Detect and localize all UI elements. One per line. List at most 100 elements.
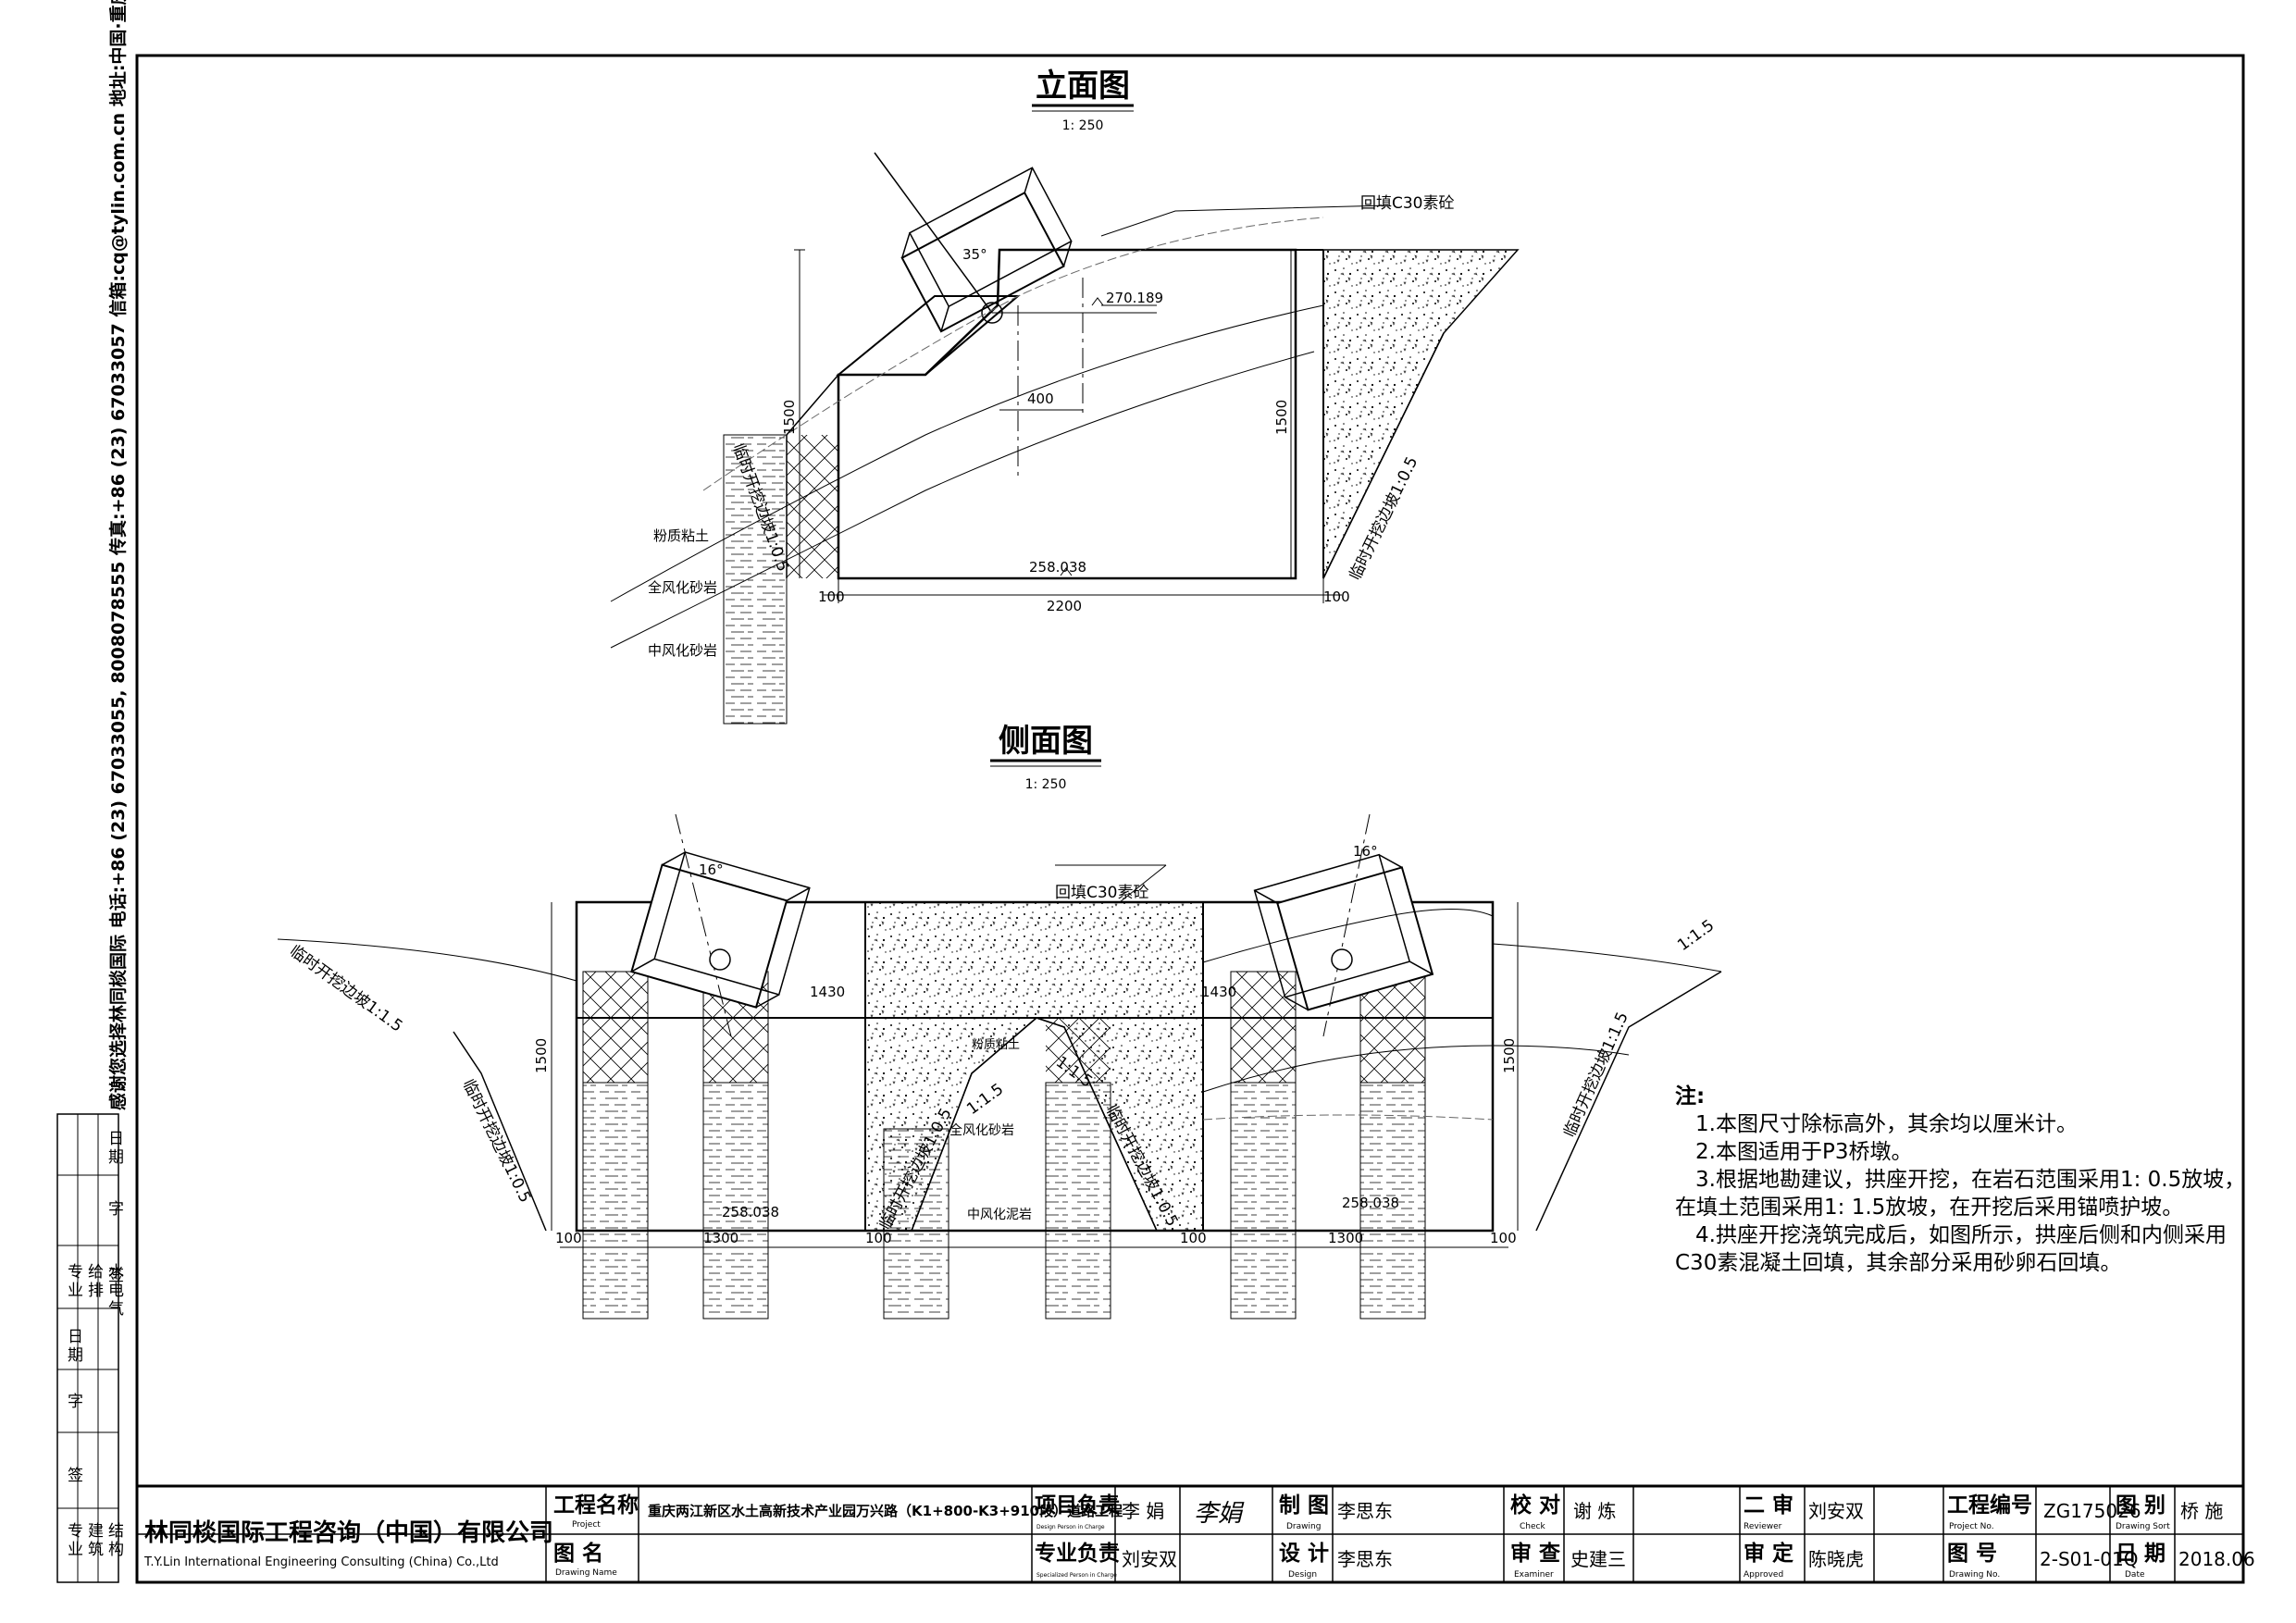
svg-text:4.拱座开挖浇筑完成后，如图所示，拱座后侧和内侧采用: 4.拱座开挖浇筑完成后，如图所示，拱座后侧和内侧采用 [1695, 1223, 2227, 1247]
svg-text:100: 100 [1490, 1230, 1517, 1246]
svg-text:专业负责: 专业负责 [1035, 1541, 1120, 1566]
svg-text:全风化砂岩: 全风化砂岩 [949, 1122, 1014, 1138]
svg-text:16°: 16° [699, 861, 724, 878]
elevation-scale: 1: 250 [1062, 118, 1104, 133]
svg-text:签: 签 [68, 1467, 83, 1485]
svg-text:Design Person in Charge: Design Person in Charge [1036, 1524, 1105, 1530]
svg-text:1500: 1500 [533, 1038, 550, 1073]
svg-text:100: 100 [555, 1230, 582, 1246]
svg-text:3.根据地勘建议，拱座开挖，在岩石范围采用1: 0.5放坡，: 3.根据地勘建议，拱座开挖，在岩石范围采用1: 0.5放坡， [1695, 1168, 2245, 1192]
svg-text:构: 构 [108, 1541, 124, 1559]
svg-text:ZG175026: ZG175026 [2043, 1500, 2141, 1522]
svg-text:270.189: 270.189 [1106, 290, 1163, 306]
svg-text:2.本图适用于P3桥墩。: 2.本图适用于P3桥墩。 [1695, 1140, 1912, 1164]
svg-text:Date: Date [2125, 1570, 2145, 1580]
svg-text:100: 100 [818, 588, 845, 605]
svg-text:粉质粘土: 粉质粘土 [972, 1038, 1020, 1052]
svg-text:2-S01-01Q: 2-S01-01Q [2040, 1548, 2139, 1570]
svg-text:中风化砂岩: 中风化砂岩 [648, 642, 717, 659]
svg-text:校 对: 校 对 [1510, 1493, 1560, 1518]
svg-text:审 定: 审 定 [1744, 1541, 1793, 1566]
svg-text:期: 期 [108, 1148, 124, 1167]
svg-text:100: 100 [865, 1230, 892, 1246]
svg-text:签: 签 [108, 1267, 124, 1285]
svg-text:在填土范围采用1: 1.5放坡，在开挖后采用锚喷护坡。: 在填土范围采用1: 1.5放坡，在开挖后采用锚喷护坡。 [1675, 1196, 2183, 1220]
svg-text:李思东: 李思东 [1337, 1548, 1393, 1570]
temp-slope-left-side-05: 临时开挖边坡1:0.5 [459, 1076, 535, 1206]
svg-text:中风化泥岩: 中风化泥岩 [967, 1208, 1032, 1222]
svg-text:Examiner: Examiner [1514, 1570, 1554, 1580]
svg-text:工程编号: 工程编号 [1947, 1493, 2032, 1518]
svg-text:Drawing No.: Drawing No. [1949, 1570, 2000, 1580]
backfill-concrete-elevation [1322, 249, 1520, 579]
svg-text:1:1.5: 1:1.5 [963, 1080, 1007, 1119]
elevation-title: 立面图 [1036, 68, 1130, 105]
svg-text:Check: Check [1520, 1522, 1545, 1531]
svg-text:Project No.: Project No. [1949, 1522, 1994, 1531]
svg-text:2018.06: 2018.06 [2178, 1548, 2255, 1570]
svg-text:刘安双: 刘安双 [1808, 1500, 1864, 1522]
svg-text:李 娟: 李 娟 [1122, 1500, 1164, 1522]
svg-text:1500: 1500 [1501, 1038, 1518, 1073]
svg-text:图 别: 图 别 [2116, 1493, 2166, 1518]
company-name-cn: 林同棪国际工程咨询（中国）有限公司 [144, 1518, 553, 1547]
svg-text:1:1.5: 1:1.5 [1674, 916, 1718, 955]
svg-text:业: 业 [68, 1541, 83, 1559]
svg-text:期: 期 [68, 1346, 83, 1365]
svg-text:业: 业 [68, 1282, 83, 1300]
arch-seat-block-side [575, 900, 1495, 1233]
svg-text:设 计: 设 计 [1279, 1542, 1329, 1566]
backfill-label-side: 回填C30素砼 [1055, 884, 1149, 902]
svg-text:258.038: 258.038 [1029, 559, 1086, 576]
svg-text:专: 专 [68, 1263, 83, 1282]
temp-slope-right-side-05: 临时开挖边坡1:1.5 [1560, 1010, 1632, 1140]
svg-text:1430: 1430 [810, 984, 845, 1000]
sign-grid-labels: 日 期 字 签 专 业 给 排 水 电 气 日 期 字 签 专 业 建 筑 结 … [68, 1130, 124, 1559]
svg-text:全风化砂岩: 全风化砂岩 [648, 579, 717, 596]
svg-text:100: 100 [1180, 1230, 1207, 1246]
notes: 注: 1.本图尺寸除标高外，其余均以厘米计。 2.本图适用于P3桥墩。 3.根据… [1675, 1084, 2245, 1275]
temp-slope-left-side-15: 临时开挖边坡1:1.5 [286, 942, 406, 1036]
svg-text:结: 结 [108, 1522, 124, 1541]
svg-text:排: 排 [88, 1282, 104, 1300]
side-view: 侧面图 1: 250 [277, 723, 1722, 1319]
svg-text:Approved: Approved [1744, 1570, 1783, 1580]
svg-text:电: 电 [108, 1282, 124, 1300]
svg-text:1500: 1500 [1273, 400, 1290, 435]
svg-text:制 图: 制 图 [1279, 1493, 1329, 1518]
svg-text:100: 100 [1323, 588, 1350, 605]
svg-text:粉质粘土: 粉质粘土 [653, 527, 709, 544]
svg-text:图 号: 图 号 [1947, 1542, 1997, 1566]
svg-text:Drawing: Drawing [1286, 1522, 1321, 1531]
svg-text:建: 建 [88, 1522, 104, 1541]
svg-text:注:: 注: [1675, 1084, 1705, 1109]
svg-text:史建三: 史建三 [1570, 1548, 1626, 1570]
svg-text:Reviewer: Reviewer [1744, 1522, 1782, 1531]
side-title: 侧面图 [999, 723, 1093, 760]
svg-text:258.038: 258.038 [1342, 1195, 1399, 1211]
svg-text:给: 给 [88, 1263, 104, 1282]
svg-text:Drawing Name: Drawing Name [555, 1568, 617, 1578]
svg-text:Specialized Person in Charge: Specialized Person in Charge [1036, 1572, 1117, 1579]
svg-text:35°: 35° [962, 246, 987, 263]
svg-text:图 名: 图 名 [553, 1541, 603, 1566]
svg-text:1300: 1300 [703, 1230, 738, 1246]
svg-text:400: 400 [1027, 390, 1054, 407]
svg-text:258.038: 258.038 [722, 1204, 779, 1220]
svg-text:1.本图尺寸除标高外，其余均以厘米计。: 1.本图尺寸除标高外，其余均以厘米计。 [1695, 1112, 2078, 1136]
title-block: 林同棪国际工程咨询（中国）有限公司 T.Y.Lin International … [135, 1484, 2255, 1584]
svg-text:1500: 1500 [781, 400, 798, 435]
svg-text:水: 水 [108, 1263, 124, 1282]
svg-text:日 期: 日 期 [2116, 1542, 2166, 1566]
svg-text:刘安双: 刘安双 [1122, 1548, 1177, 1570]
svg-text:项目负责: 项目负责 [1035, 1493, 1120, 1518]
svg-text:字: 字 [108, 1200, 124, 1219]
svg-text:1300: 1300 [1328, 1230, 1363, 1246]
svg-text:谢 炼: 谢 炼 [1573, 1500, 1616, 1522]
svg-text:16°: 16° [1353, 843, 1378, 860]
svg-text:Drawing Sort: Drawing Sort [2116, 1522, 2170, 1531]
project-name: 重庆两江新区水土高新技术产业园万兴路（K1+800-K3+910段）道路工程 [648, 1503, 1123, 1519]
svg-text:1430: 1430 [1201, 984, 1236, 1000]
svg-text:李娟: 李娟 [1194, 1500, 1245, 1528]
